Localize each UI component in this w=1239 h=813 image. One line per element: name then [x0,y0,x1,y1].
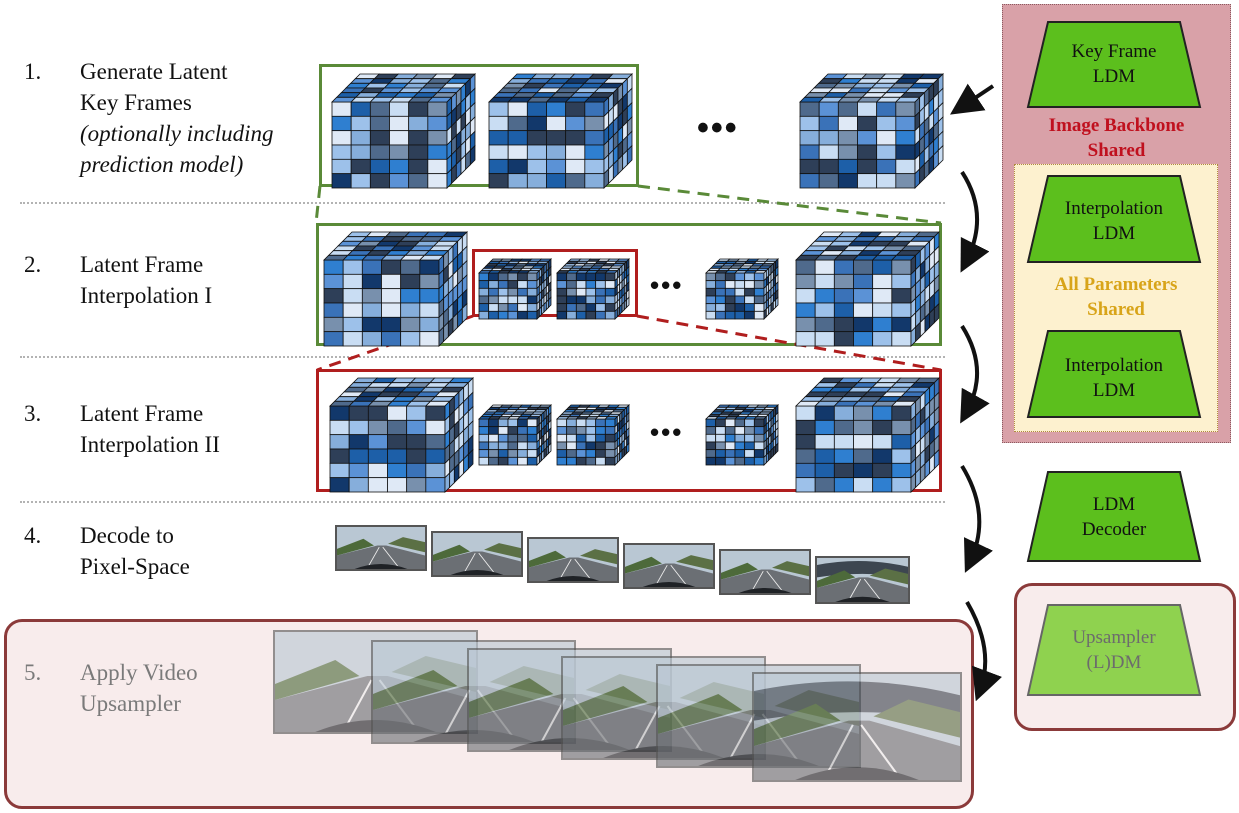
key-frame-ldm-line-2: LDM [1092,66,1136,87]
all-parameters-shared-label: All Parameters Shared [1014,272,1218,322]
image-backbone-line-2: Shared [1087,140,1146,161]
upsampler-line-1: Upsampler [1072,627,1156,648]
decoded-frame-5 [719,549,811,595]
ellipsis-step-2: ••• [650,270,684,300]
step-2-line-2: Interpolation I [80,283,213,308]
green-dash-right [637,184,942,225]
step-2-line-1: Latent Frame [80,252,204,277]
step-2-number: 2. [24,252,42,277]
step-1-italic-1: (optionally including [80,121,274,146]
arrow-step-2-to-3 [960,324,990,424]
interp-2-cube-large-right [795,377,940,493]
upsampled-frame-6 [752,672,962,782]
decoded-frame-1 [335,525,427,571]
decoded-frame-5-road-scene [721,551,809,593]
upsampled-frame-6-road-scene [754,674,960,780]
step-5-label: Apply Video Upsampler [80,657,198,719]
interp-1-cube-large-left [323,231,468,347]
key-frame-cube-1 [331,73,476,189]
decoded-frame-1-road-scene [337,527,425,569]
step-1-line-1: Generate Latent [80,59,228,84]
step-2-label: Latent Frame Interpolation I [80,249,212,311]
decoded-frame-4 [623,543,715,589]
interpolation-1-selection-box [472,249,638,317]
step-3-line-1: Latent Frame [80,401,204,426]
interp-2-cube-small-3 [705,404,779,466]
decoded-frame-6 [815,556,910,604]
ldm-decoder-trapezoid [1026,471,1202,562]
arrow-step-4-to-5 [965,600,1002,702]
arrow-step-1-to-2 [960,170,990,273]
all-parameters-line-2: Shared [1087,299,1145,320]
step-3-number: 3. [24,401,42,426]
interp-2-cube-small-2 [556,404,630,466]
interpolation-ldm-2-trapezoid [1026,330,1202,418]
arrow-keyframe-in [950,83,995,115]
interp-1-cube-large-right [795,231,940,347]
key-frames-box [319,64,639,187]
key-frame-ldm-line-1: Key Frame [1071,41,1157,62]
step-5-number: 5. [24,660,42,685]
image-backbone-line-1: Image Backbone [1048,115,1185,136]
step-4-number: 4. [24,523,42,548]
step-1-line-2: Key Frames [80,90,192,115]
upsampler-label: Upsampler (L)DM [1028,625,1200,675]
decoded-frame-3-road-scene [529,539,617,581]
separator-1 [20,202,945,204]
interp-1-cube-small-1 [478,258,552,320]
step-4-line-2: Pixel-Space [80,554,190,579]
interpolation-ldm-2-label: Interpolation LDM [1028,353,1200,403]
interpolation-ldm-1-line-2: LDM [1092,223,1136,244]
step-5-line-2: Upsampler [80,691,181,716]
ldm-decoder-label: LDM Decoder [1028,492,1200,542]
key-frame-ldm-label: Key Frame LDM [1028,39,1200,89]
key-frame-cube-2 [488,73,633,189]
interpolation-ldm-1-line-1: Interpolation [1064,198,1164,219]
interpolation-ldm-1-trapezoid [1026,175,1202,263]
decoded-frame-3 [527,537,619,583]
all-parameters-line-1: All Parameters [1054,274,1178,295]
image-backbone-shared-label: Image Backbone Shared [1002,113,1231,163]
key-frame-cube-3 [799,73,944,189]
interpolation-1-box [316,223,942,346]
ldm-decoder-line-1: LDM [1092,494,1136,515]
red-dash-right [636,314,942,372]
step-4-line-1: Decode to [80,523,174,548]
step-3-line-2: Interpolation II [80,432,220,457]
interpolation-ldm-2-line-1: Interpolation [1064,355,1164,376]
separator-3 [20,501,945,503]
step-1-italic-2: prediction model) [80,152,244,177]
step-1-label: Generate Latent Key Frames (optionally i… [80,56,274,180]
ellipsis-step-3: ••• [650,417,684,447]
ldm-decoder-line-2: Decoder [1081,519,1147,540]
step-5-line-1: Apply Video [80,660,198,685]
decoded-frame-2-road-scene [433,533,521,575]
interp-1-cube-small-2 [556,258,630,320]
decoded-frame-6-road-scene [817,558,908,602]
upsampler-trapezoid [1026,604,1202,696]
green-dash-left [314,185,322,224]
decoded-frame-2 [431,531,523,577]
ellipsis-step-1: ••• [697,109,739,147]
interpolation-ldm-2-line-2: LDM [1092,380,1136,401]
interp-2-cube-large-left [329,377,474,493]
interp-2-cube-small-1 [478,404,552,466]
step-4-label: Decode to Pixel-Space [80,520,190,582]
interpolation-2-box [316,369,942,492]
step-3-label: Latent Frame Interpolation II [80,398,220,460]
arrow-step-3-to-4 [960,464,993,573]
upsampler-line-2: (L)DM [1086,652,1142,673]
interpolation-ldm-1-label: Interpolation LDM [1028,196,1200,246]
interp-1-cube-small-3 [705,258,779,320]
step-1-number: 1. [24,59,42,84]
separator-2 [20,356,945,358]
decoded-frame-4-road-scene [625,545,713,587]
key-frame-ldm-trapezoid [1026,21,1202,108]
